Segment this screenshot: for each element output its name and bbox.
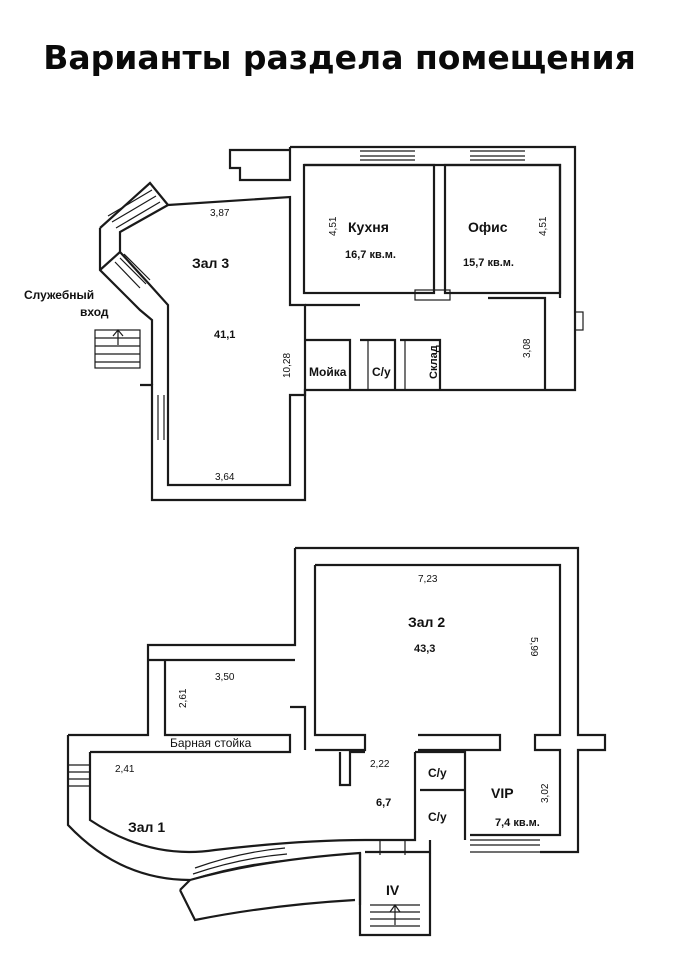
corridor-dim: 3,08 xyxy=(522,338,533,358)
vip-dim: 3,02 xyxy=(540,783,551,803)
kitchen-area: 16,7 кв.м. xyxy=(345,249,396,261)
zal1-dim2: 2,22 xyxy=(370,759,390,770)
office-label: Офис xyxy=(468,219,508,235)
wc-label: С/у xyxy=(372,365,391,379)
bar-label: Барная стойка xyxy=(170,736,252,750)
upper-floor-plan xyxy=(94,145,584,502)
zal3-dim-top: 3,87 xyxy=(210,208,230,219)
zal2-area: 43,3 xyxy=(414,643,435,655)
office-area: 15,7 кв.м. xyxy=(463,257,514,269)
wc1-label: С/у xyxy=(428,766,447,780)
wc2-label: С/у xyxy=(428,810,447,824)
zal3-dim-bottom: 3,64 xyxy=(215,472,235,483)
entrance-label: IV xyxy=(386,882,400,898)
zal3-area: 41,1 xyxy=(214,329,235,341)
office-dim: 4,51 xyxy=(538,216,549,236)
zal1-area: 6,7 xyxy=(376,797,391,809)
zal3-dim-side: 10,28 xyxy=(282,353,293,378)
zal1-dim: 2,41 xyxy=(115,764,135,775)
bar-dim-top: 3,50 xyxy=(215,672,235,683)
zal3-label: Зал 3 xyxy=(192,255,229,271)
zal1-label: Зал 1 xyxy=(128,819,165,835)
kitchen-dim: 4,51 xyxy=(328,216,339,236)
service-entrance-line2: вход xyxy=(80,305,109,319)
service-entrance-line1: Служебный xyxy=(24,288,94,302)
zal2-label: Зал 2 xyxy=(408,614,445,630)
lower-floor-plan xyxy=(66,546,607,937)
zal2-dim-side: 5,99 xyxy=(528,637,539,657)
zal2-dim-top: 7,23 xyxy=(418,574,438,585)
vip-area: 7,4 кв.м. xyxy=(495,817,540,829)
moika-label: Мойка xyxy=(309,365,347,379)
sklad-label: Склад xyxy=(428,345,440,379)
vip-label: VIP xyxy=(491,785,514,801)
page-title: Варианты раздела помещения xyxy=(43,38,636,77)
bar-dim-side: 2,61 xyxy=(178,688,189,708)
kitchen-label: Кухня xyxy=(348,219,389,235)
